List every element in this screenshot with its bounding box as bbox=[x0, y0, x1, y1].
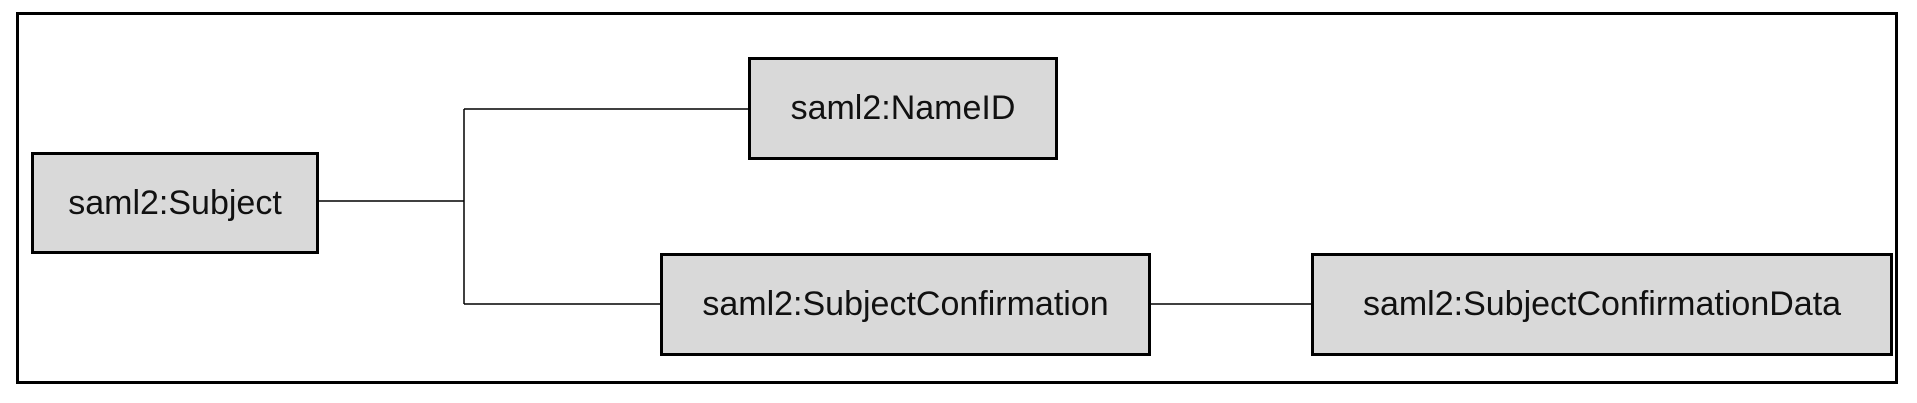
node-saml2-subject[interactable]: saml2:Subject bbox=[31, 152, 319, 254]
node-saml2-nameid[interactable]: saml2:NameID bbox=[748, 57, 1058, 160]
node-label: saml2:NameID bbox=[790, 89, 1016, 127]
node-label: saml2:Subject bbox=[68, 183, 282, 222]
node-label: saml2:SubjectConfirmation bbox=[702, 285, 1109, 323]
node-label: saml2:SubjectConfirmationData bbox=[1362, 285, 1842, 323]
diagram-frame bbox=[16, 12, 1898, 384]
node-saml2-subjectconfirmationdata[interactable]: saml2:SubjectConfirmationData bbox=[1311, 253, 1893, 356]
node-saml2-subjectconfirmation[interactable]: saml2:SubjectConfirmation bbox=[660, 253, 1151, 356]
